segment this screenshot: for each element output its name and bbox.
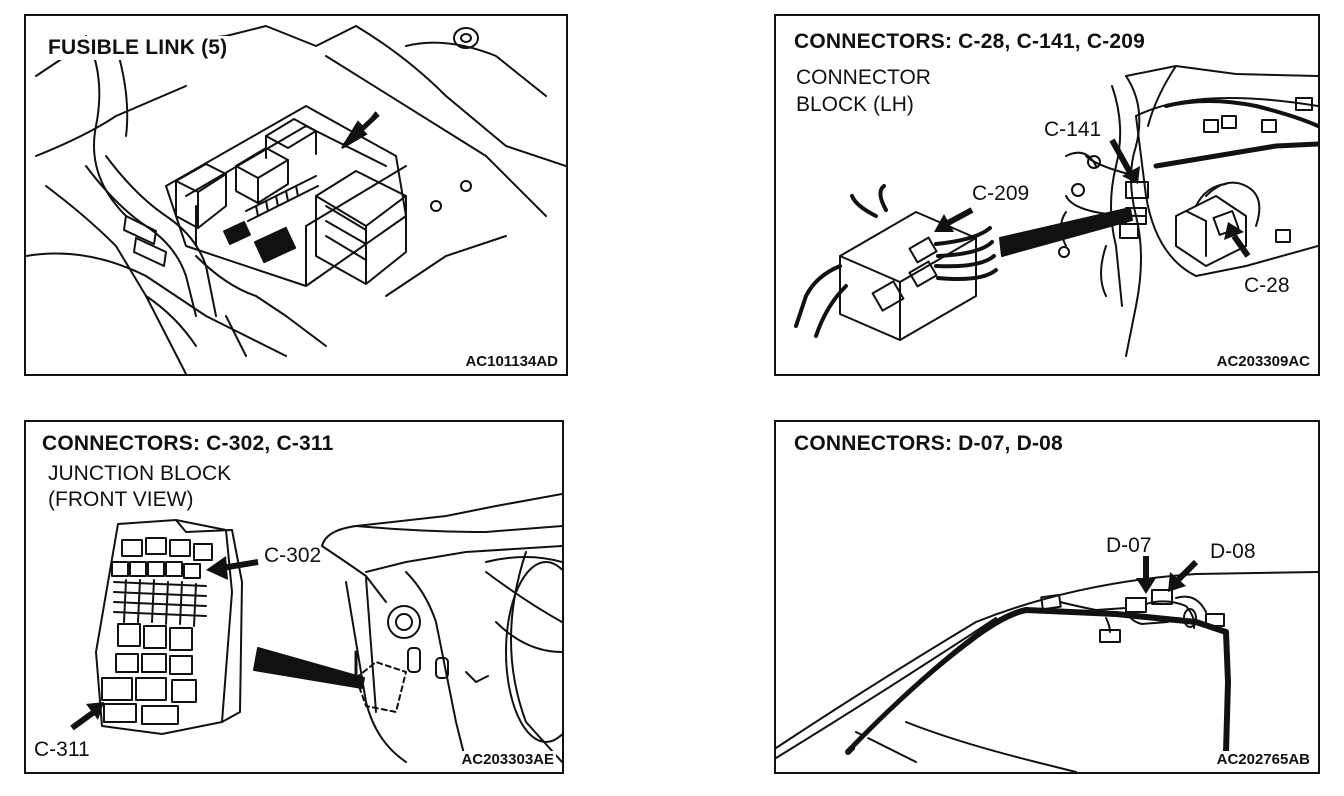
engine-bay-illustration <box>26 25 566 374</box>
fusible-link-arrow-icon <box>341 111 380 149</box>
roof-connector-arrows-icon <box>1136 556 1199 594</box>
diagram-panel-fusible-link: FUSIBLE LINK (5) AC101134AD <box>24 14 568 376</box>
roof-harness-illustration <box>776 571 1318 772</box>
panel-title: CONNECTORS: C-302, C-311 <box>40 432 336 456</box>
label-c-28: C-28 <box>1244 274 1290 297</box>
label-c-141: C-141 <box>1044 118 1102 141</box>
figure-code: AC203303AE <box>459 751 556 768</box>
panel-title: FUSIBLE LINK (5) <box>46 36 230 60</box>
panel-title: CONNECTORS: D-07, D-08 <box>792 432 1065 456</box>
panel-subtitle-line2: (FRONT VIEW) <box>48 488 194 511</box>
panel-subtitle-line1: CONNECTOR <box>796 66 931 89</box>
figure-code: AC101134AD <box>463 353 560 370</box>
junction-arrows-icon <box>70 556 259 731</box>
diagram-panel-roof-harness: CONNECTORS: D-07, D-08 D-07 D-08 AC20276… <box>774 420 1320 774</box>
label-c-209: C-209 <box>972 182 1030 205</box>
label-d-07: D-07 <box>1106 534 1152 557</box>
connector-block-illustration <box>794 65 1318 357</box>
junction-block-illustration <box>95 493 562 763</box>
panel-subtitle-line1: JUNCTION BLOCK <box>48 462 232 485</box>
figure-code: AC202765AB <box>1214 751 1312 768</box>
diagram-panel-junction-block: CONNECTORS: C-302, C-311 JUNCTION BLOCK … <box>24 420 564 774</box>
label-d-08: D-08 <box>1210 540 1256 563</box>
panel-subtitle-line2: BLOCK (LH) <box>796 93 914 116</box>
connector-arrows-icon <box>934 138 1251 258</box>
label-c-302: C-302 <box>264 544 322 567</box>
diagram-panel-connector-block-lh: CONNECTORS: C-28, C-141, C-209 CONNECTOR… <box>774 14 1320 376</box>
figure-code: AC203309AC <box>1214 353 1312 370</box>
label-c-311: C-311 <box>34 738 90 761</box>
panel-title: CONNECTORS: C-28, C-141, C-209 <box>792 30 1148 54</box>
